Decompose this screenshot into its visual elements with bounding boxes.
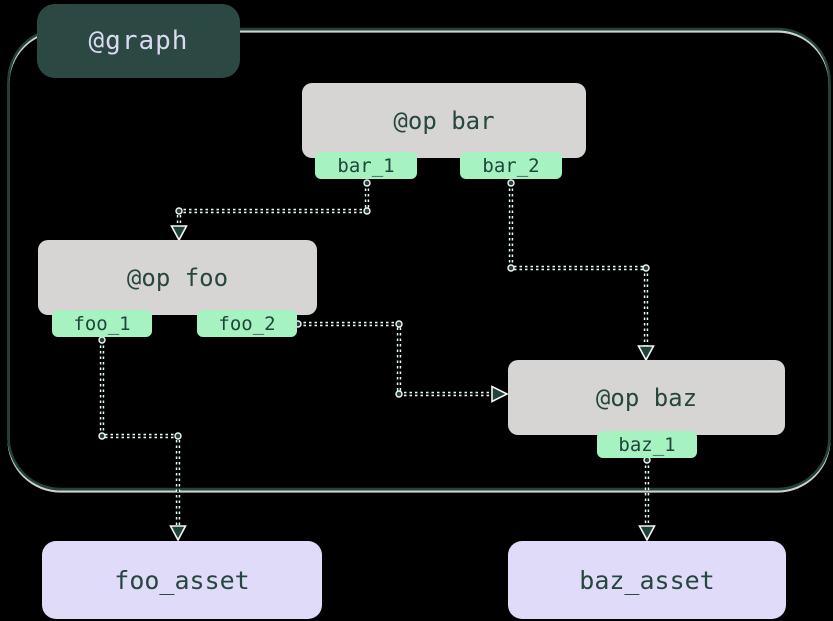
asset-label: foo_asset <box>114 565 250 595</box>
output-tag-label: foo_1 <box>73 312 131 335</box>
output-tag-label: bar_2 <box>482 154 540 177</box>
edge-foo_2-to-baz <box>294 320 509 403</box>
output-tag-baz_1: baz_1 <box>597 431 697 458</box>
graph-label: @graph <box>88 26 189 56</box>
graph-boundary <box>7 27 831 493</box>
op-node-foo: @op foo <box>38 240 317 315</box>
output-tag-bar_2: bar_2 <box>460 152 562 179</box>
arrowhead-down-icon <box>169 525 187 542</box>
op-label: @op bar <box>393 106 495 135</box>
output-tag-bar_1: bar_1 <box>315 152 417 179</box>
edge-foo_1-to-foo_asset <box>98 336 187 542</box>
arrowhead-down-icon <box>638 525 656 542</box>
edge-bar_2-to-baz <box>507 179 655 362</box>
output-tag-foo_2: foo_2 <box>197 310 297 337</box>
op-label: @op foo <box>126 263 229 292</box>
output-tag-foo_1: foo_1 <box>52 310 152 337</box>
edge-bar_1-to-foo <box>170 179 371 242</box>
op-node-bar: @op bar <box>302 83 586 158</box>
graph-label-badge: @graph <box>37 4 240 78</box>
output-tag-label: bar_1 <box>337 154 395 177</box>
edge-baz_1-to-baz_asset <box>638 456 656 542</box>
arrowhead-down-icon <box>170 225 188 242</box>
output-tag-label: foo_2 <box>218 312 276 335</box>
asset-node-baz_asset: baz_asset <box>508 541 786 619</box>
asset-label: baz_asset <box>579 565 715 595</box>
op-node-baz: @op baz <box>508 360 785 435</box>
asset-node-foo_asset: foo_asset <box>42 541 322 619</box>
op-label: @op baz <box>595 383 698 412</box>
output-tag-label: baz_1 <box>618 433 676 456</box>
arrowhead-right-icon <box>491 385 509 403</box>
arrowhead-down-icon <box>637 345 655 362</box>
